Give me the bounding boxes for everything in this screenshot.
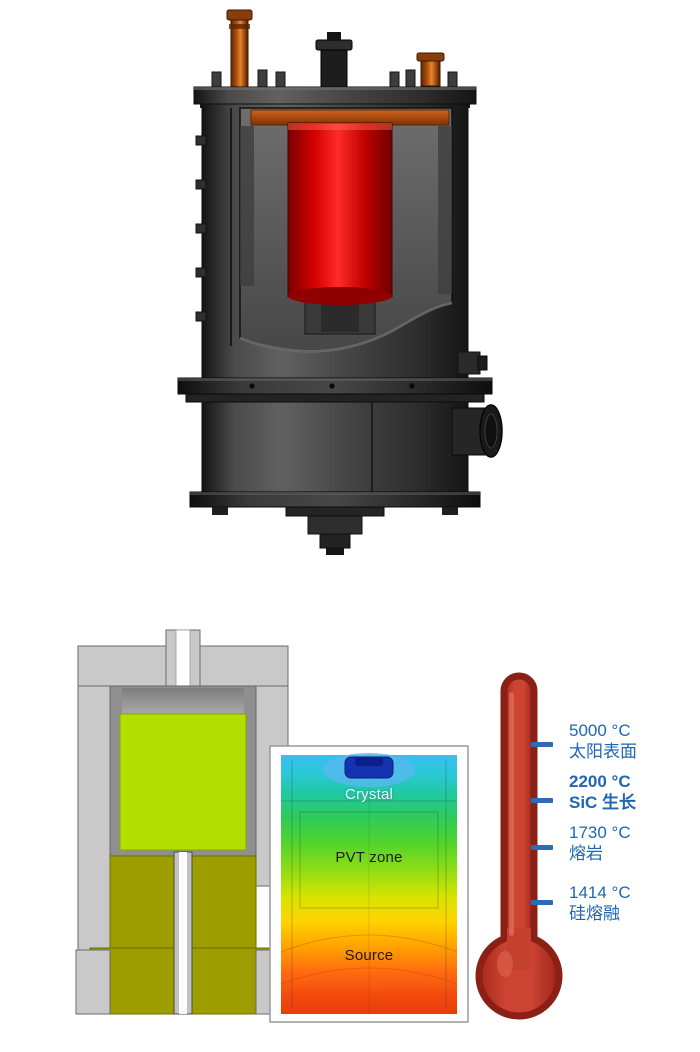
- temp-desc: SiC 生长: [569, 793, 637, 812]
- lid-bolts: [211, 69, 458, 88]
- thermal-simulation-map: [269, 745, 469, 1023]
- temp-value: 2200 °C: [569, 772, 631, 791]
- temp-item-sic-growth: 2200 °C SiC 生长: [569, 771, 636, 813]
- furnace-cad-render: [177, 9, 503, 555]
- temp-desc: 硅熔融: [569, 904, 620, 923]
- temp-value: 1730 °C: [569, 823, 631, 842]
- shell-seam-tabs: [195, 135, 207, 322]
- temp-desc: 熔岩: [569, 844, 603, 863]
- temp-item-lava: 1730 °C 熔岩: [569, 822, 631, 864]
- temp-item-silicon-melt: 1414 °C 硅熔融: [569, 882, 631, 924]
- crucible-profile-lines: [281, 755, 457, 1014]
- temp-value: 1414 °C: [569, 883, 631, 902]
- thermometer-ticks: [531, 742, 553, 905]
- temp-value: 5000 °C: [569, 721, 631, 740]
- crucible-cross-section: [75, 629, 291, 1015]
- temp-desc: 太阳表面: [569, 742, 637, 761]
- temp-item-sun-surface: 5000 °C 太阳表面: [569, 720, 637, 762]
- thermometer-graphic: [475, 672, 563, 1020]
